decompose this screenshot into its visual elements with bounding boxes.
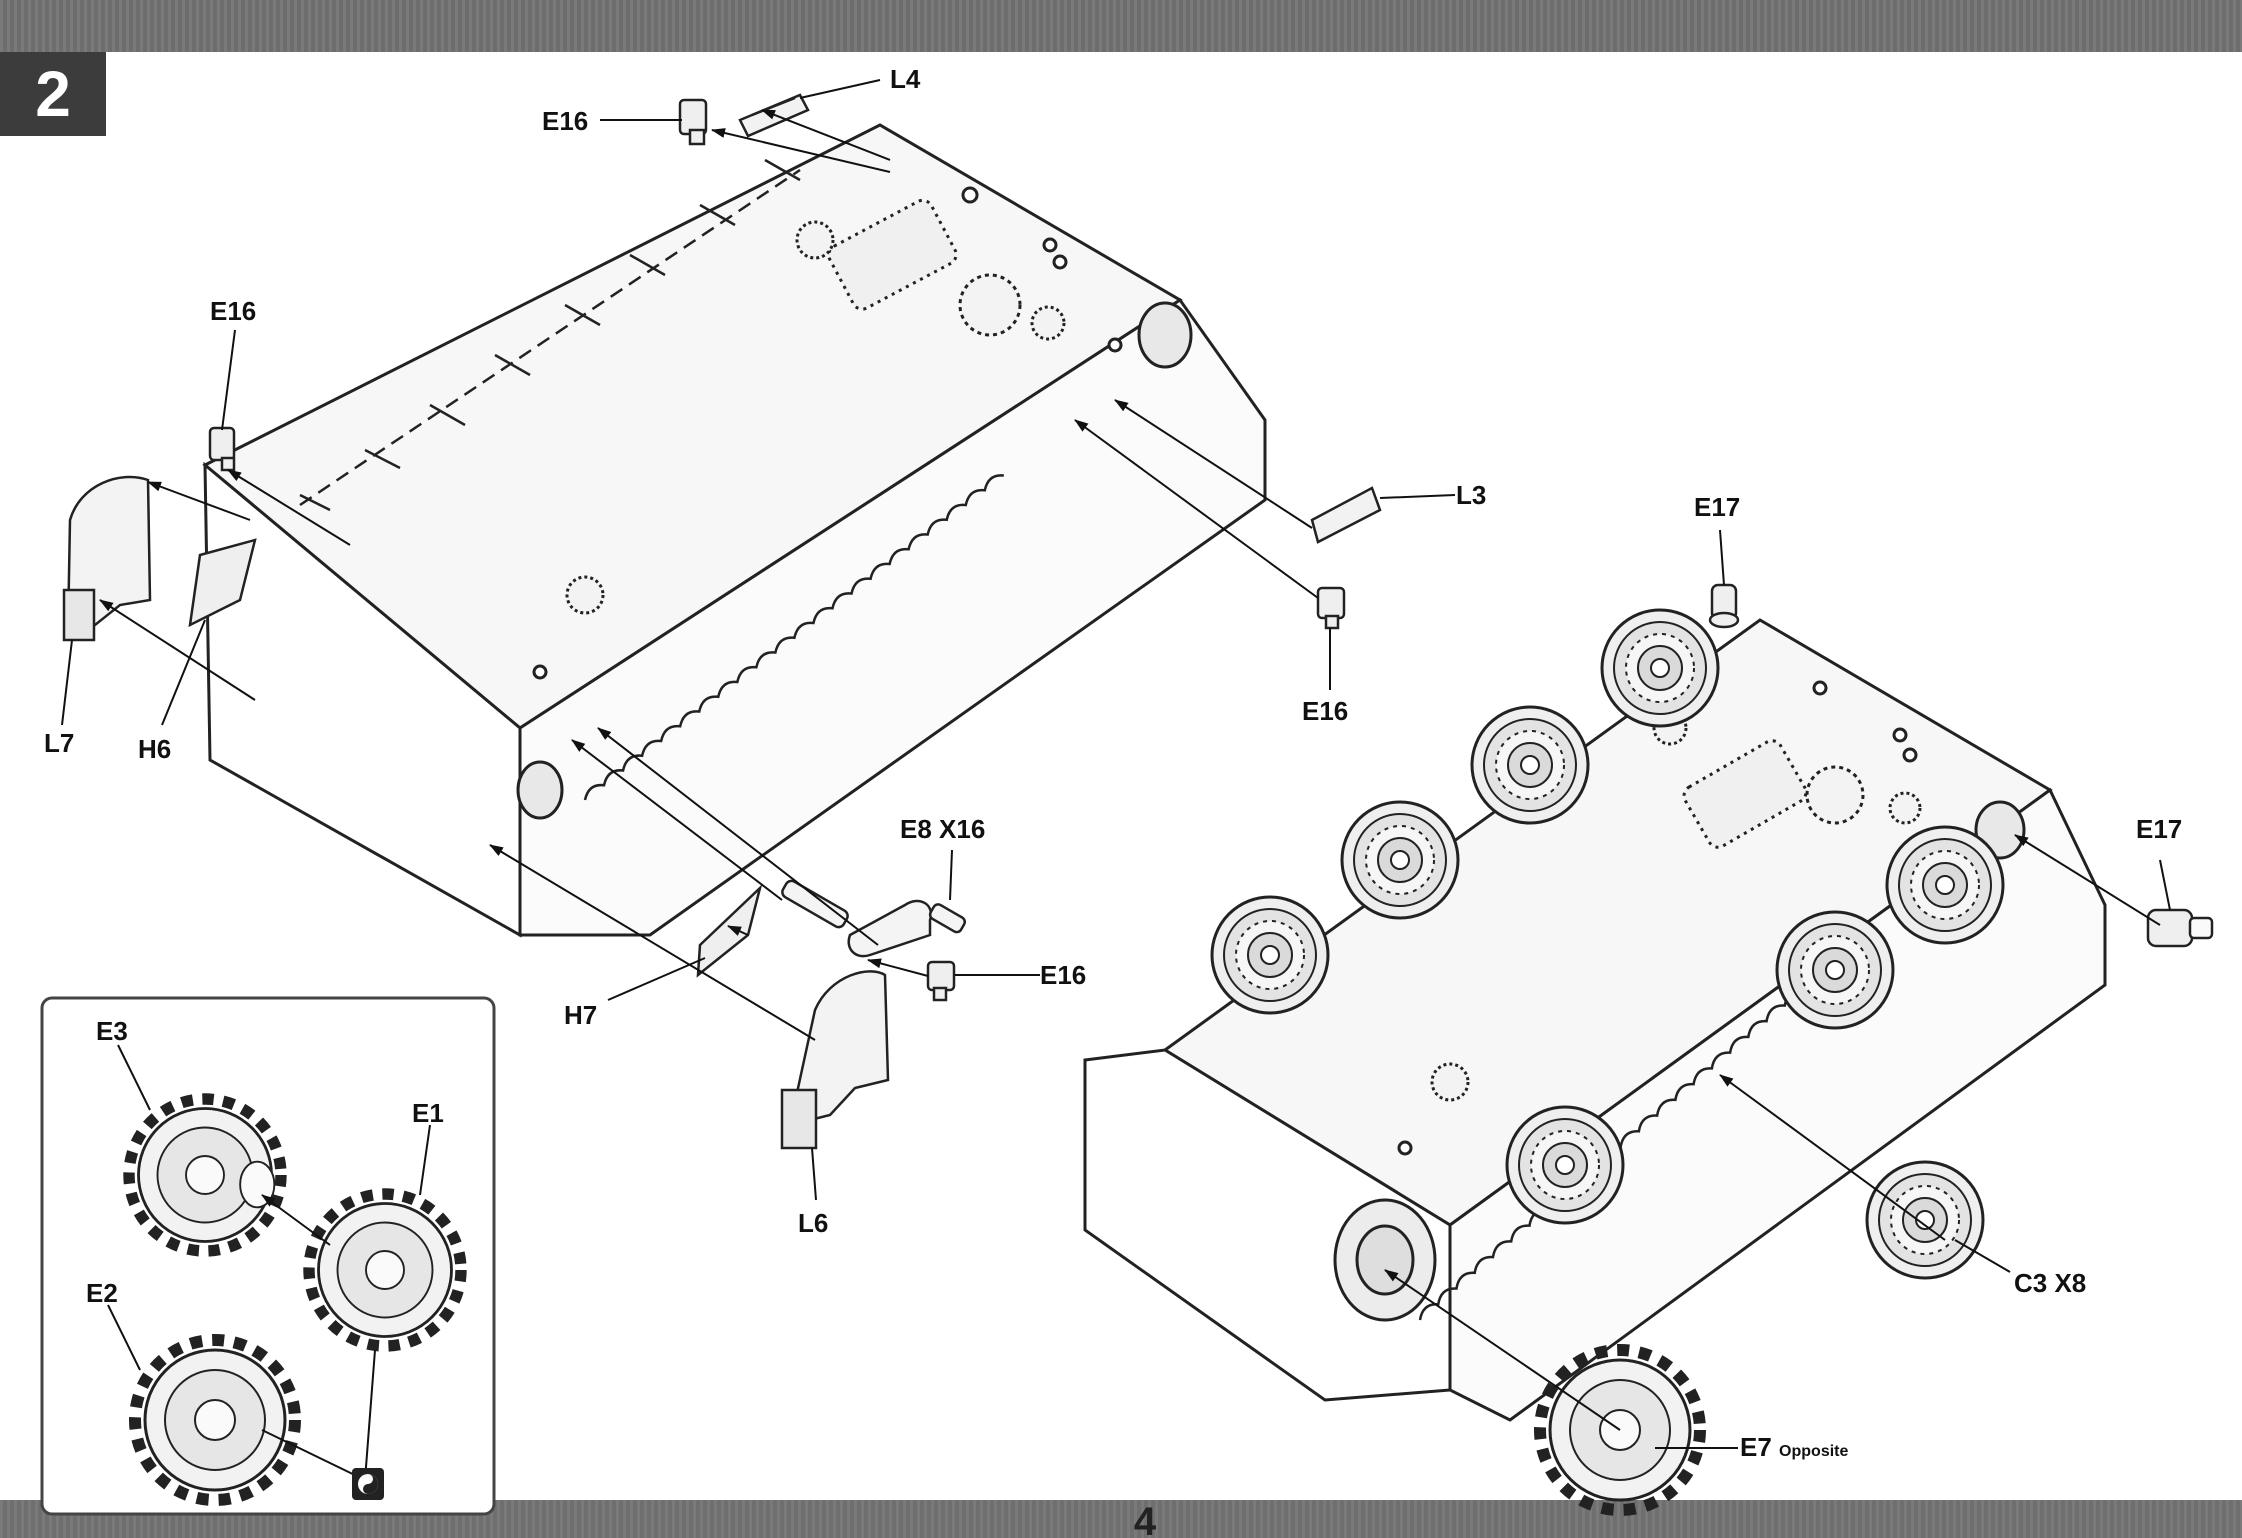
label-l4: L4 [890,64,921,94]
label-l7: L7 [44,728,75,758]
label-e3: E3 [96,1016,128,1046]
hull2-bolt [1397,1140,1413,1156]
hull-port [1030,305,1066,341]
part-c3-roadwheel [1865,1160,1985,1280]
part-e17-right [2146,908,2214,948]
hull2-port [1888,791,1922,825]
roadwheel [1470,705,1590,825]
lower-hull-assembly [1083,618,2107,1422]
roadwheel [1775,910,1895,1030]
hull-port [795,220,835,260]
torsion-arm-row [299,158,801,512]
hull-hatch-plate [827,198,958,311]
label-h6: H6 [138,734,172,764]
upper-hull-assembly [202,123,1267,938]
part-e16-left [208,426,236,472]
part-l7 [62,475,152,642]
label-e16-mid: E16 [1302,696,1349,726]
arm-rail [299,168,801,507]
glue-icon [352,1468,384,1500]
hull2-hatch-plate [1682,739,1808,849]
leader-lines [61,79,2171,1449]
part-e16-mid [1316,586,1346,630]
part-e8-arm [781,879,967,958]
label-e17-right: E17 [2136,814,2183,844]
label-e7-part: E7 [1740,1432,1772,1462]
label-e17-top: E17 [1694,492,1741,522]
arm-stub [299,493,331,512]
drive-mount [516,760,564,820]
label-e16-bot: E16 [1040,960,1087,990]
hull2-hatch-round [1805,765,1865,825]
arm-stub [494,353,531,377]
part-e16-top [678,98,708,146]
arm-stub [364,448,401,470]
hull-bolt [961,186,979,204]
hull2-bolt [1902,747,1918,763]
hull2-bolt [1812,680,1828,696]
arm-stub [429,403,466,427]
part-l3 [1310,486,1382,544]
label-l6: L6 [798,1208,829,1238]
lower-arrows [1384,834,2161,1431]
part-e17-top [1708,583,1740,629]
hull-port [565,575,605,615]
hull-bolt [1052,254,1068,270]
label-e16-top: E16 [542,106,589,136]
part-h7 [696,884,763,978]
hull2-port [1430,1062,1470,1102]
label-e8: E8 X16 [900,814,986,844]
roadwheel [1505,1105,1625,1225]
track-bed-line [583,474,1005,801]
roadwheel [1600,608,1720,728]
hull2-front-face [1448,787,2107,1422]
label-e1: E1 [412,1098,444,1128]
roadwheel [1340,800,1460,920]
part-h6 [188,538,257,628]
hull-hatch-round [958,273,1022,337]
label-e16-left: E16 [210,296,257,326]
part-e16-bot [926,960,956,1002]
arm-stub [764,158,801,182]
page-number: 4 [1133,1500,1157,1538]
part-l6 [780,970,890,1150]
sprocket-inset [40,996,496,1516]
label-c3: C3 X8 [2014,1268,2087,1298]
hull-front-face [518,297,1267,937]
label-h7: H7 [564,1000,598,1030]
hull-bolt [532,664,548,680]
upper-arrows [99,109,1319,1041]
track-bed-line-2 [1418,941,1858,1321]
label-l3: L3 [1456,480,1487,510]
arm-stub [629,253,666,277]
step-number: 2 [35,58,71,130]
idler-mount [1137,301,1193,369]
hull-bolt [1042,237,1058,253]
roadwheel [1210,895,1330,1015]
label-e2: E2 [86,1278,118,1308]
label-e7-note: Opposite [1779,1443,1849,1460]
step-badge [0,52,106,136]
hull-bolt [1107,337,1123,353]
arm-stub [699,203,736,227]
roadwheel [1885,825,2005,945]
label-e7: E7 Opposite [1740,1432,1848,1467]
hull2-bolt [1892,727,1908,743]
top-border [0,0,2242,52]
